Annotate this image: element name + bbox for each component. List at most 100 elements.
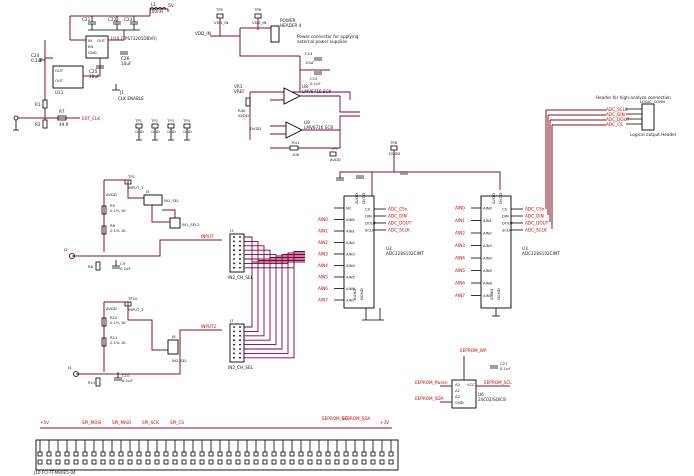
bus-line xyxy=(244,257,305,341)
regulator-u11 xyxy=(52,65,84,89)
svg-text:C10: C10 xyxy=(122,373,130,378)
adc-u3-part: ADC128S102CIMT xyxy=(522,251,560,256)
jumper-j6[interactable] xyxy=(169,217,181,229)
edge-pad xyxy=(325,459,331,465)
resistor-r10 xyxy=(101,317,107,327)
l1-label: L1 xyxy=(151,2,156,7)
resistor-r40 xyxy=(245,97,251,107)
resistor-r6 xyxy=(101,225,107,235)
edge-net-spi-mosi: SPI_MOSI xyxy=(82,420,101,425)
svg-text:0.1% 1K: 0.1% 1K xyxy=(110,228,126,233)
resistor-r1 xyxy=(42,99,48,109)
edge-pad xyxy=(37,451,43,457)
edge-pad xyxy=(118,451,124,457)
svg-text:GND: GND xyxy=(455,400,464,405)
adc-pin-label: DOUT xyxy=(365,221,377,226)
eeprom-net-pwren: EEPROM_Pwren xyxy=(415,380,448,385)
svg-text:DVDD: DVDD xyxy=(250,126,261,131)
edge-pad xyxy=(64,451,70,457)
bus-line xyxy=(244,258,305,337)
power-note-1: Power connector for applying xyxy=(297,34,359,39)
svg-text:R1: R1 xyxy=(35,102,41,107)
svg-text:10K: 10K xyxy=(292,152,300,157)
adc-input-net: AIN0 xyxy=(455,206,465,211)
svg-text:AVDD: AVDD xyxy=(106,306,117,311)
svg-text:VREF: VREF xyxy=(234,89,245,94)
svg-text:INPUT_1: INPUT_1 xyxy=(128,185,144,190)
edge-pad xyxy=(64,459,70,465)
adc-pin-label: SCLK xyxy=(365,228,375,233)
adc-pin-label: DVDD xyxy=(498,193,503,204)
jumper-j5[interactable] xyxy=(143,194,163,206)
svg-text:R41: R41 xyxy=(292,140,300,145)
svg-text:AVDD: AVDD xyxy=(106,192,117,197)
jumper-block-j7[interactable] xyxy=(229,323,245,363)
svg-text:0.1% 1K: 0.1% 1K xyxy=(110,320,126,325)
edge-net-3v: +3V xyxy=(380,420,389,425)
edge-pad xyxy=(37,459,43,465)
adc-pin-label: CS xyxy=(502,207,508,212)
adc-input-net: AIN6 xyxy=(318,286,328,291)
svg-text:0.1uF: 0.1uF xyxy=(120,266,131,271)
svg-text:OUT: OUT xyxy=(55,68,64,73)
adc-pin-label: AIN7 xyxy=(346,298,356,303)
svg-text:TP1: TP1 xyxy=(127,174,136,179)
adc-pin-label: DVDD xyxy=(361,193,366,204)
svg-text:OUT: OUT xyxy=(97,38,106,43)
eeprom-net-sda: EEPROM_SDA xyxy=(415,396,444,401)
svg-text:GND: GND xyxy=(88,50,97,55)
jumper-block-j3[interactable] xyxy=(229,233,245,273)
svg-text:IN2_CH_SEL: IN2_CH_SEL xyxy=(228,365,254,370)
adc-u2: U2 ADC128S102CIMT NCAIN0AIN0AIN1AIN1AIN2… xyxy=(318,193,424,321)
jumper-pin xyxy=(233,334,235,337)
svg-text:C26: C26 xyxy=(121,56,130,61)
svg-text:J5: J5 xyxy=(145,189,150,194)
adc-pin-label: CS xyxy=(365,207,371,212)
supply-caps xyxy=(336,171,408,181)
cap-c25: C25 10uF xyxy=(89,65,104,79)
resistor-r7 xyxy=(57,115,67,121)
edge-pad xyxy=(127,459,133,465)
header-net-dout: ADC_DOUT xyxy=(606,117,630,122)
jumper-pin xyxy=(233,348,235,350)
resistor-r12 xyxy=(95,377,101,387)
input-connector-j4[interactable] xyxy=(73,371,79,377)
jumper-pin xyxy=(239,262,241,265)
power-note-2: external power supplies xyxy=(297,39,347,44)
svg-text:C23: C23 xyxy=(124,17,133,22)
resistor-r11 xyxy=(101,337,107,347)
edge-pad xyxy=(46,459,52,465)
svg-text:U9: U9 xyxy=(304,120,310,125)
jumper-pin xyxy=(233,326,235,328)
adc-pin-label: DGND xyxy=(359,288,364,300)
power-header-sub: HEADER 4 xyxy=(280,23,302,28)
adc-spi-net: ADC_DIN xyxy=(525,214,544,219)
adc-pin-label: AIN3 xyxy=(483,243,493,248)
jumper-pin xyxy=(239,253,241,256)
edge-pad xyxy=(262,459,268,465)
edge-pad xyxy=(388,451,394,457)
bus-line xyxy=(244,252,305,354)
jumper-pin xyxy=(233,266,235,269)
jumper-pin xyxy=(233,249,235,252)
svg-text:LOGIC_CONN: LOGIC_CONN xyxy=(640,99,665,104)
input-net-2: INPUT2 xyxy=(201,324,217,329)
adc-input-net: AIN5 xyxy=(455,268,465,273)
jumper-pin xyxy=(239,326,241,328)
jumper-pin xyxy=(233,343,235,346)
input-connector-j2[interactable] xyxy=(69,253,75,259)
edge-pad xyxy=(190,459,196,465)
adc-spi-net: ADC_CSn xyxy=(525,207,545,212)
edge-pad xyxy=(208,459,214,465)
edge-pad xyxy=(334,451,340,457)
jumper-j8[interactable] xyxy=(167,339,179,355)
edge-net-spi-sck: SPI_SCK xyxy=(142,420,159,425)
svg-text:J2: J2 xyxy=(63,247,68,252)
adc-pin-label: DIN xyxy=(365,214,372,219)
